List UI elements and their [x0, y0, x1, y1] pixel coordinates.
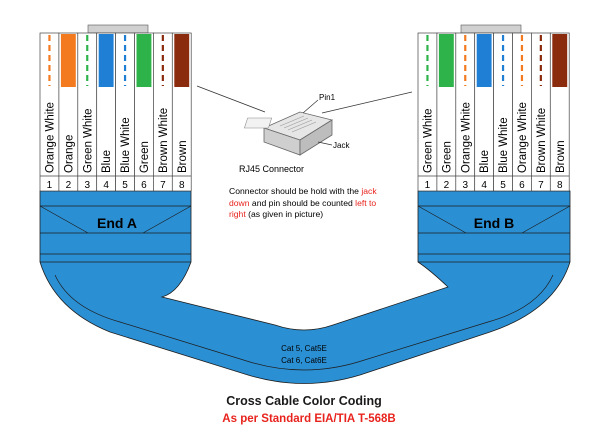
- end-a-pin-number-5: 5: [122, 180, 128, 191]
- jack-label: Jack: [333, 141, 350, 150]
- end-b-label: End B: [474, 215, 514, 231]
- pointer-line-right: [321, 91, 413, 114]
- end-a-wire-2: Orange 2: [58, 32, 79, 192]
- end-a-wire-label-8: Brown: [177, 140, 189, 173]
- end-b-clip: [460, 24, 522, 34]
- end-b-wire-label-2: Green: [441, 141, 453, 173]
- end-a-clip: [87, 24, 149, 34]
- end-a-wire-swatch-8: [174, 34, 190, 87]
- end-a-wire-label-4: Blue: [101, 150, 113, 173]
- end-a-wire-label-2: Orange: [63, 135, 75, 173]
- end-a-wire-3: Green White 3: [77, 32, 98, 192]
- end-b-pin-number-8: 8: [557, 180, 563, 191]
- end-b-wire-label-1: Green White: [422, 108, 434, 173]
- pointer-line-left: [196, 85, 266, 113]
- end-a-pin-number-1: 1: [47, 180, 53, 191]
- diagram-subtitle: As per Standard EIA/TIA T-568B: [222, 413, 396, 425]
- end-b-pin-number-7: 7: [538, 180, 544, 191]
- end-b-wire-6: Orange White 6: [512, 32, 532, 192]
- cable-lines: [39, 205, 571, 371]
- end-b-wire-swatch-4: [476, 34, 492, 87]
- instruction-highlight-jack-down: jack down: [229, 186, 377, 208]
- end-a-label: End A: [97, 215, 137, 231]
- end-a-wire-6: Green 6: [134, 32, 154, 192]
- end-b-wire-1: Green White 1: [417, 32, 438, 192]
- end-b-wire-label-7: Brown White: [536, 108, 548, 173]
- end-a-wire-4: Blue 4: [96, 32, 116, 192]
- diagram-title: Cross Cable Color Coding: [226, 394, 382, 408]
- end-b-pin-number-4: 4: [481, 180, 487, 191]
- end-a-pin-number-2: 2: [66, 180, 72, 191]
- end-b-pin-number-5: 5: [500, 180, 506, 191]
- end-b-wire-3: Orange White 3: [455, 32, 476, 192]
- end-b-wire-swatch-8: [552, 34, 568, 87]
- end-b-wire-label-4: Blue: [479, 150, 491, 173]
- end-a-wire-1: Orange White 1: [39, 32, 60, 192]
- end-a-wire-label-7: Brown White: [158, 108, 170, 173]
- end-b-wire-label-5: Blue White: [498, 117, 510, 173]
- end-b-pin-number-2: 2: [444, 180, 450, 191]
- end-a-wire-5: Blue White 5: [115, 32, 135, 192]
- end-b-wire-swatch-2: [438, 34, 454, 87]
- end-a-pin-number-8: 8: [179, 180, 185, 191]
- instruction-text-3: (as given in picture): [245, 209, 324, 219]
- cable-type-line1: Cat 5, Cat5E: [281, 344, 327, 353]
- jack-pointer: [317, 141, 333, 146]
- end-b-wire-7: Brown White 7: [531, 32, 551, 192]
- rj45-connector-icon: [244, 111, 334, 156]
- pin1-pointer: [302, 99, 319, 114]
- end-a-wire-swatch-6: [136, 34, 152, 87]
- end-b-wire-label-8: Brown: [555, 140, 567, 173]
- end-a-pin-number-7: 7: [160, 180, 166, 191]
- end-b-pin-number-6: 6: [519, 180, 525, 191]
- end-b-wire-label-6: Orange White: [517, 102, 529, 173]
- end-b-wire-4: Blue 4: [474, 32, 494, 192]
- instruction-note: Connector should be hold with the jack d…: [229, 186, 379, 221]
- end-a-pin-number-6: 6: [141, 180, 147, 191]
- end-b-wire-5: Blue White 5: [493, 32, 513, 192]
- end-b-wire-2: Green 2: [436, 32, 457, 192]
- end-a-wire-label-1: Orange White: [44, 102, 56, 173]
- end-a-wire-8: Brown 8: [171, 32, 192, 192]
- end-b-pin-number-1: 1: [425, 180, 431, 191]
- pin1-label: Pin1: [319, 93, 336, 102]
- instruction-highlight-left-to-right: left to right: [229, 197, 377, 220]
- end-a-wire-label-6: Green: [139, 141, 151, 173]
- end-a-pin-number-3: 3: [84, 180, 90, 191]
- end-b-wire-label-3: Orange White: [460, 102, 472, 173]
- end-a-wire-7: Brown White 7: [153, 32, 173, 192]
- end-a-pin-number-4: 4: [103, 180, 109, 191]
- end-b-pin-number-3: 3: [462, 180, 468, 191]
- end-a-wire-label-5: Blue White: [120, 117, 132, 173]
- rj45-caption: RJ45 Connector: [239, 164, 304, 174]
- end-a-wire-swatch-4: [98, 34, 114, 87]
- end-a-wire-label-3: Green White: [82, 108, 94, 173]
- instruction-text-1: Connector should be hold with the: [229, 186, 362, 196]
- cable-body: [39, 190, 571, 384]
- end-b-wire-8: Brown 8: [549, 32, 570, 192]
- end-a-wire-swatch-2: [60, 34, 76, 87]
- instruction-text-2: and pin should be counted: [249, 197, 356, 208]
- cable-type-line2: Cat 6, Cat6E: [281, 356, 327, 365]
